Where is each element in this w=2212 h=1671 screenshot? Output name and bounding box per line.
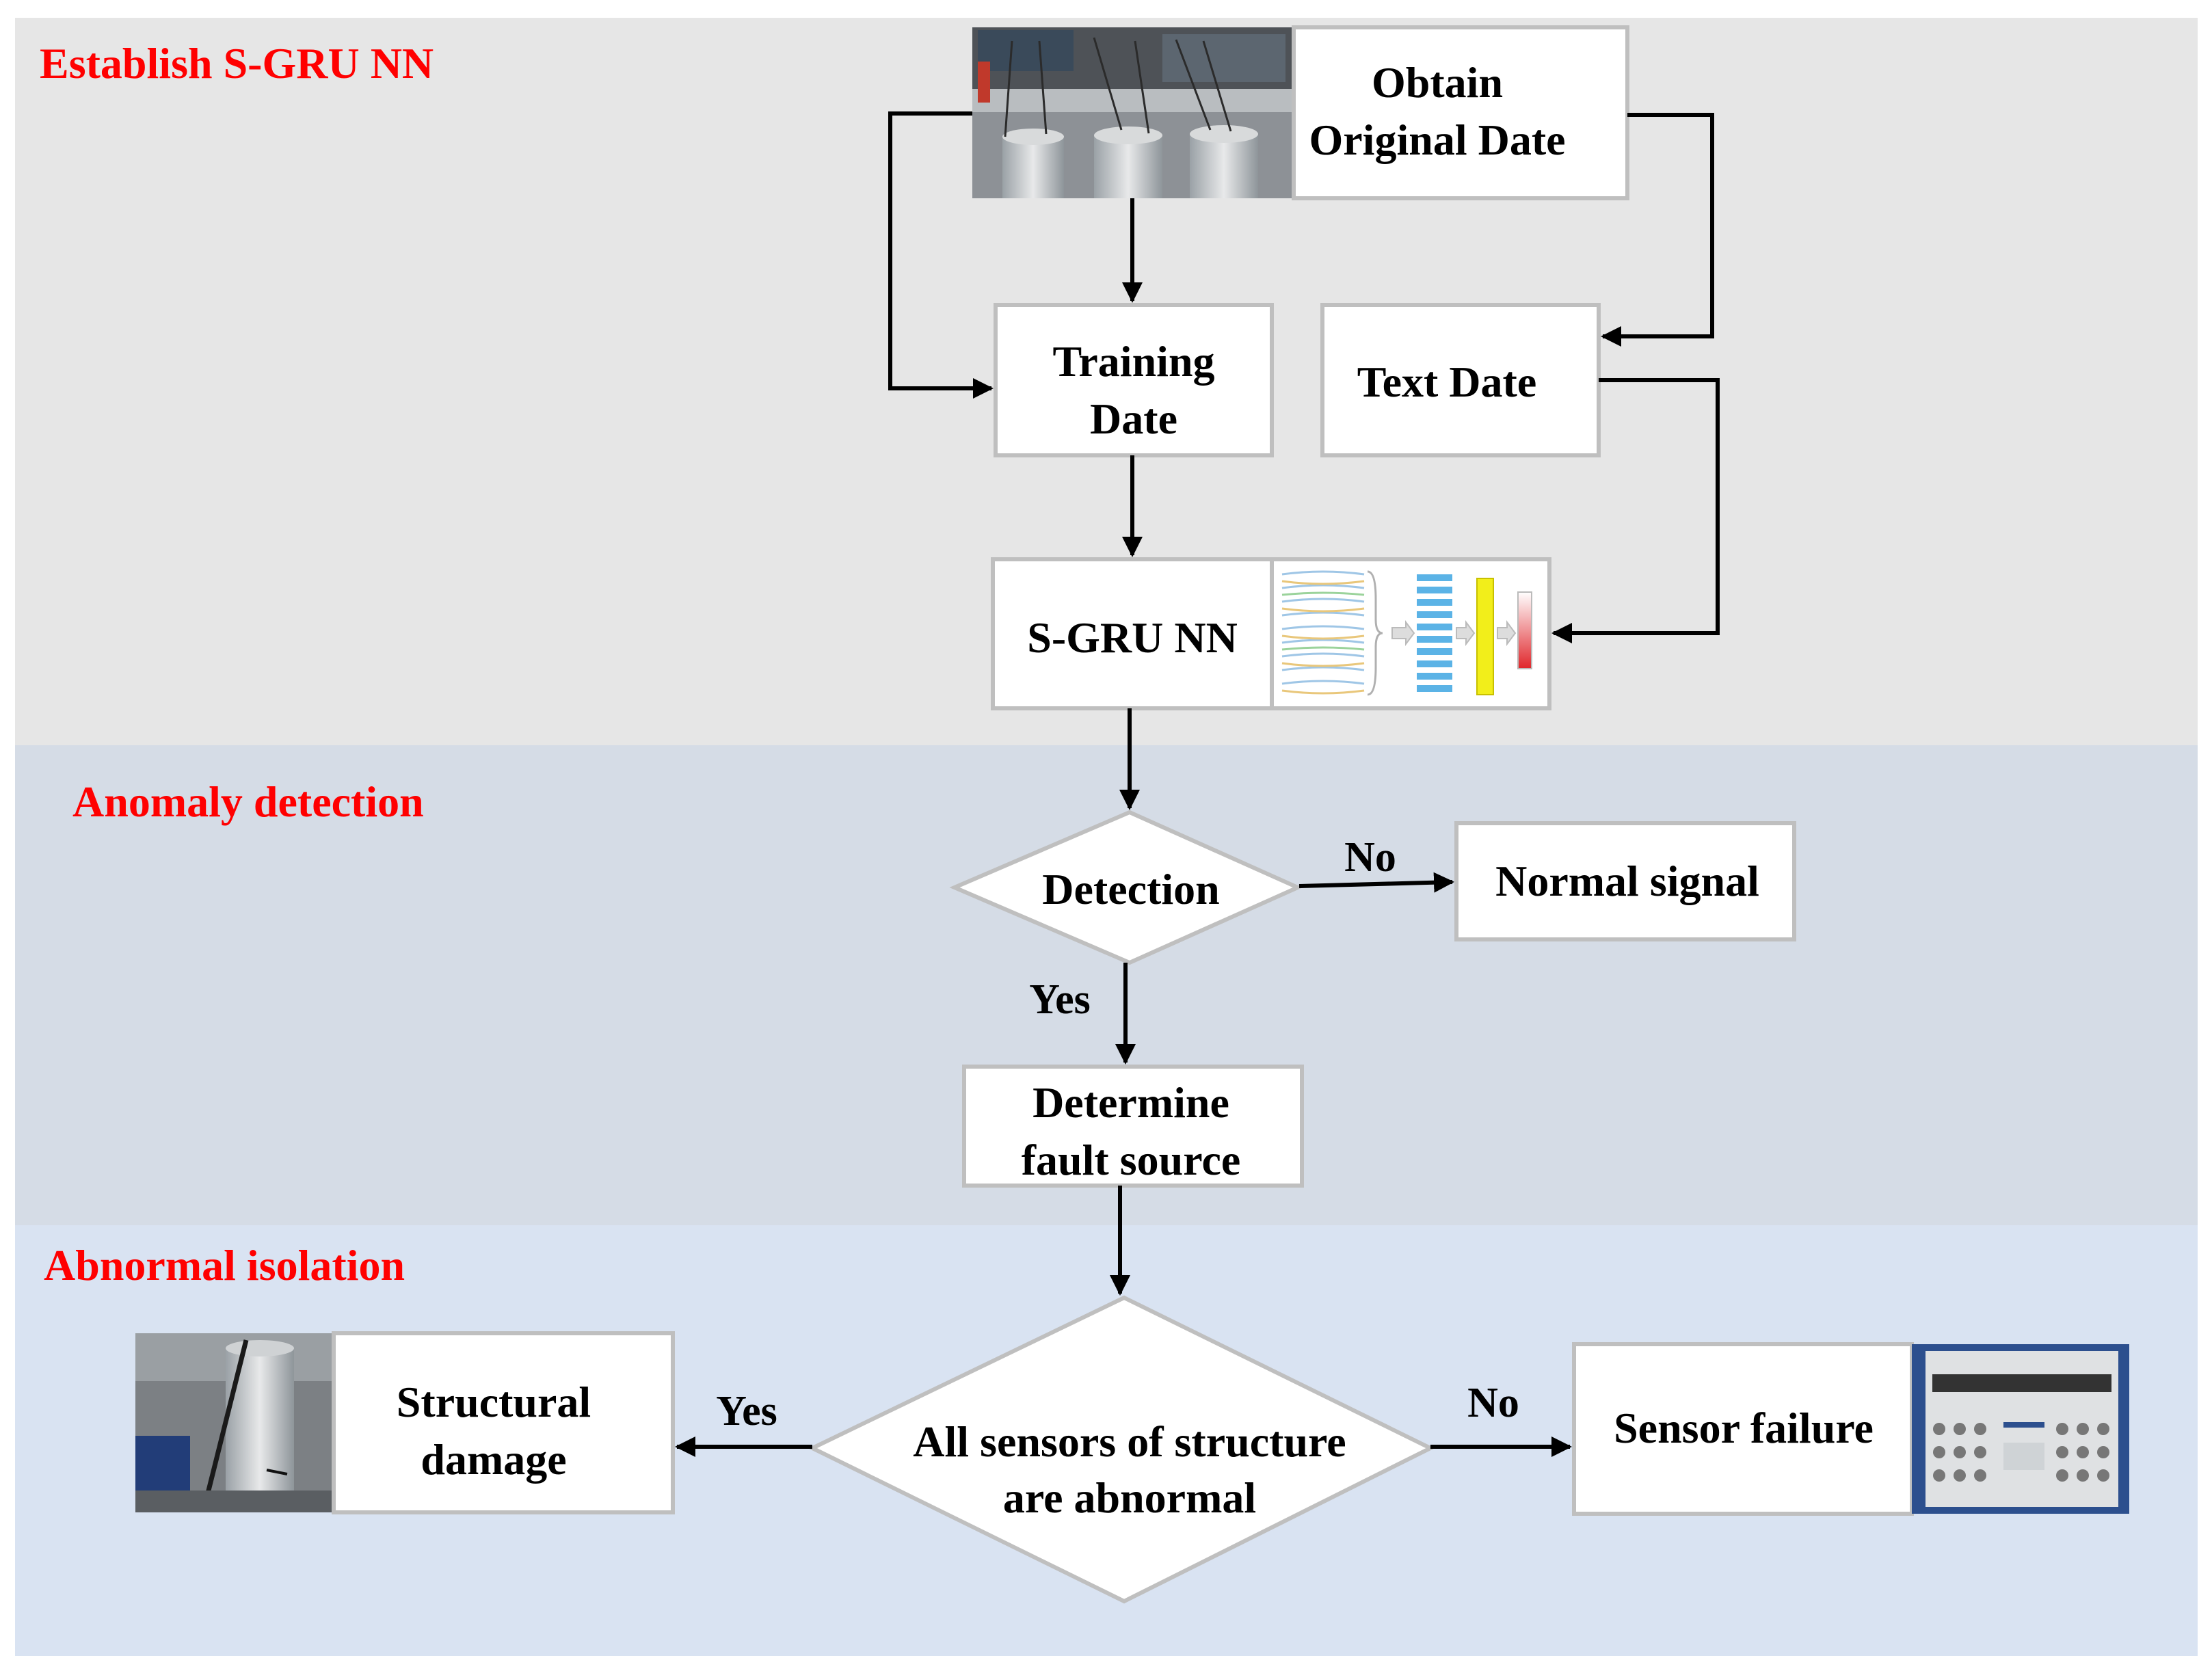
edge-label-sensors-yes: Yes — [716, 1388, 777, 1434]
node-structural-line2: damage — [421, 1435, 566, 1484]
section-title-establish: Establish S-GRU NN — [40, 39, 434, 88]
network-sketch — [1270, 557, 1551, 710]
node-determine-line1: Determine — [1032, 1078, 1229, 1127]
node-normal-signal — [1454, 821, 1796, 941]
node-text-date-label: Text Date — [1357, 358, 1536, 406]
node-determine-line2: fault source — [1022, 1136, 1241, 1184]
node-training-date — [994, 303, 1274, 457]
damage-photo — [135, 1333, 334, 1512]
node-sgru-label: S-GRU NN — [1027, 613, 1238, 662]
node-structural-damage — [332, 1331, 675, 1514]
node-obtain-line1: Obtain — [1372, 58, 1503, 107]
section-title-detection: Anomaly detection — [72, 777, 424, 826]
node-training-line2: Date — [1090, 395, 1177, 443]
node-normal-label: Normal signal — [1495, 857, 1759, 905]
lab-photo — [972, 27, 1294, 198]
section-title-isolation: Abnormal isolation — [44, 1241, 405, 1289]
node-training-line1: Training — [1052, 337, 1214, 386]
node-all-sensors-line1: All sensors of structure — [913, 1417, 1346, 1466]
node-structural-line1: Structural — [397, 1378, 591, 1426]
node-sensor-failure-label: Sensor failure — [1614, 1404, 1874, 1452]
edge-label-detection-yes: Yes — [1029, 976, 1091, 1023]
edge-photo-left-to-training — [888, 111, 994, 399]
edge-obtain-to-text-date — [1601, 113, 1714, 347]
edge-detection-to-normal — [1298, 872, 1454, 893]
node-detection-label: Detection — [1042, 865, 1219, 913]
node-obtain-original-date — [1292, 25, 1629, 200]
sensor-photo — [1912, 1344, 2129, 1514]
node-text-date — [1320, 303, 1601, 457]
edge-label-sensors-no: No — [1467, 1380, 1519, 1426]
node-determine-fault-source — [962, 1065, 1304, 1188]
node-all-sensors-line2: are abnormal — [1003, 1473, 1256, 1522]
edge-label-detection-no: No — [1344, 834, 1396, 881]
node-detection — [949, 810, 1303, 965]
edge-text-date-to-sgru — [1551, 378, 1720, 643]
node-all-sensors-abnormal — [808, 1295, 1435, 1604]
node-obtain-line2: Original Date — [1309, 116, 1565, 164]
